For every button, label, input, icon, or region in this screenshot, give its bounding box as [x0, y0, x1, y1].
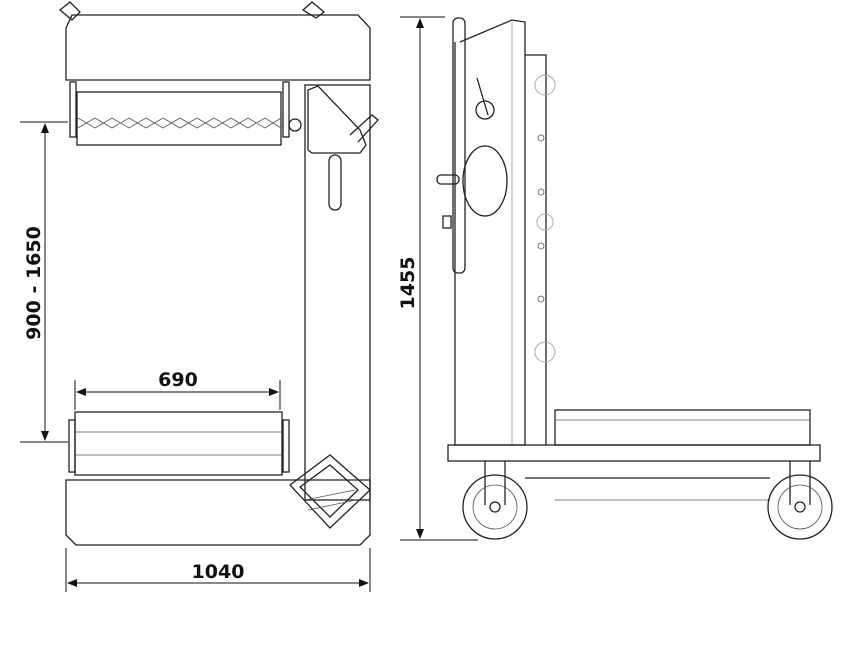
side-view [436, 17, 833, 540]
lower-bracket-right [282, 419, 290, 473]
dimension-overall-width: 1040 [65, 548, 371, 592]
rail-holes [537, 134, 545, 303]
top-handle-left [58, 1, 81, 21]
top-frame [65, 14, 371, 81]
column-clamp [307, 85, 367, 154]
guide-wheel-mid [536, 213, 554, 231]
roller-knurl [77, 117, 282, 129]
side-roller [554, 409, 811, 446]
side-latch [442, 215, 452, 229]
lower-roller [74, 411, 283, 476]
side-rail [525, 54, 547, 445]
side-disc [462, 145, 508, 217]
overall-width-label: 1040 [192, 561, 245, 583]
wheel-front [462, 474, 528, 540]
side-handle-bar [452, 17, 466, 274]
top-view [58, 1, 379, 546]
push-handle [289, 454, 371, 529]
upper-roller [76, 91, 282, 146]
guide-wheel-top [534, 74, 556, 96]
side-pin [436, 174, 460, 185]
wheel-rear [767, 474, 833, 540]
clamp-knob [288, 118, 302, 132]
side-base-frame [447, 444, 821, 462]
dimension-height-range: 900 - 1650 [20, 121, 68, 443]
clamp-lever [349, 114, 379, 143]
dimension-roller-width: 690 [74, 369, 281, 410]
roller-bracket-right [282, 81, 290, 138]
column-handle [328, 154, 342, 211]
roller-width-label: 690 [158, 369, 198, 391]
overall-height-label: 1455 [397, 257, 419, 310]
lower-bracket-left [68, 419, 76, 473]
guide-wheel-bottom [534, 341, 556, 363]
base-frame [65, 479, 371, 546]
lock-knob [475, 100, 495, 120]
side-column [454, 19, 526, 446]
top-handle-right [301, 1, 326, 19]
column [304, 84, 371, 501]
dimension-overall-height: 1455 [397, 16, 478, 541]
roller-bracket-left [69, 81, 77, 138]
height-range-label: 900 - 1650 [23, 226, 45, 340]
